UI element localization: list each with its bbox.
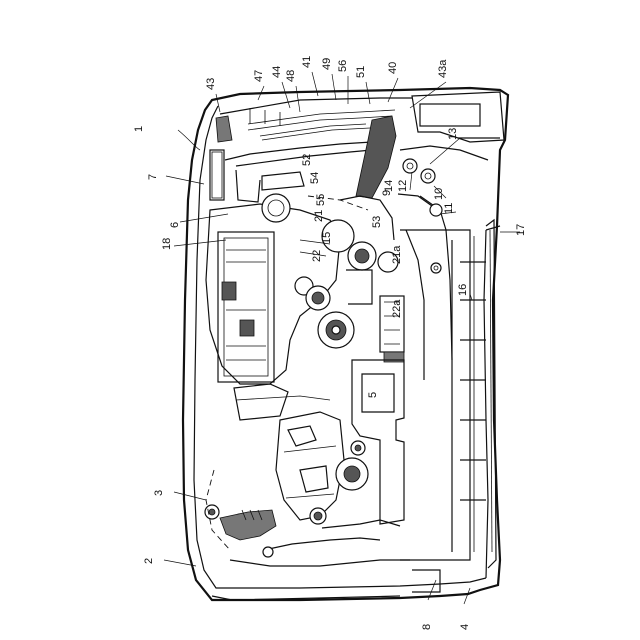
label-49: 49	[321, 58, 333, 70]
label-51: 51	[355, 66, 367, 78]
label-13: 13	[447, 128, 459, 140]
label-40: 40	[387, 62, 399, 74]
label-18: 18	[161, 238, 173, 250]
label-48: 48	[285, 70, 297, 82]
label-56: 56	[337, 60, 349, 72]
label-2: 2	[143, 558, 155, 564]
label-21a: 21a	[391, 245, 403, 264]
output-tray-upper	[216, 92, 504, 198]
label-47: 47	[253, 70, 265, 82]
label-1: 1	[133, 126, 145, 132]
label-6: 6	[169, 222, 181, 228]
label-55: 55	[315, 194, 327, 206]
label-53: 53	[371, 216, 383, 228]
label-52: 52	[301, 154, 313, 166]
label-7: 7	[147, 174, 159, 180]
label-54: 54	[309, 172, 321, 184]
label-4: 4	[459, 624, 471, 630]
paper-cassette	[400, 220, 496, 568]
label-43: 43	[205, 78, 217, 90]
label-14: 14	[383, 180, 395, 192]
label-15: 15	[321, 232, 333, 244]
label-5: 5	[367, 392, 379, 398]
label-8: 8	[421, 624, 433, 630]
label-22a: 22a	[391, 299, 403, 318]
left-upper-cover-parts	[210, 150, 304, 202]
label-10: 10	[433, 188, 445, 200]
label-43a: 43a	[437, 59, 449, 78]
label-22: 22	[311, 250, 323, 262]
label-3: 3	[153, 490, 165, 496]
interior-frame	[234, 360, 404, 524]
label-41: 41	[301, 56, 313, 68]
label-44: 44	[271, 66, 283, 78]
label-17: 17	[515, 224, 527, 236]
label-21: 21	[313, 210, 325, 222]
label-16: 16	[457, 284, 469, 296]
lower-mechanism	[276, 412, 400, 528]
label-12: 12	[397, 180, 409, 192]
